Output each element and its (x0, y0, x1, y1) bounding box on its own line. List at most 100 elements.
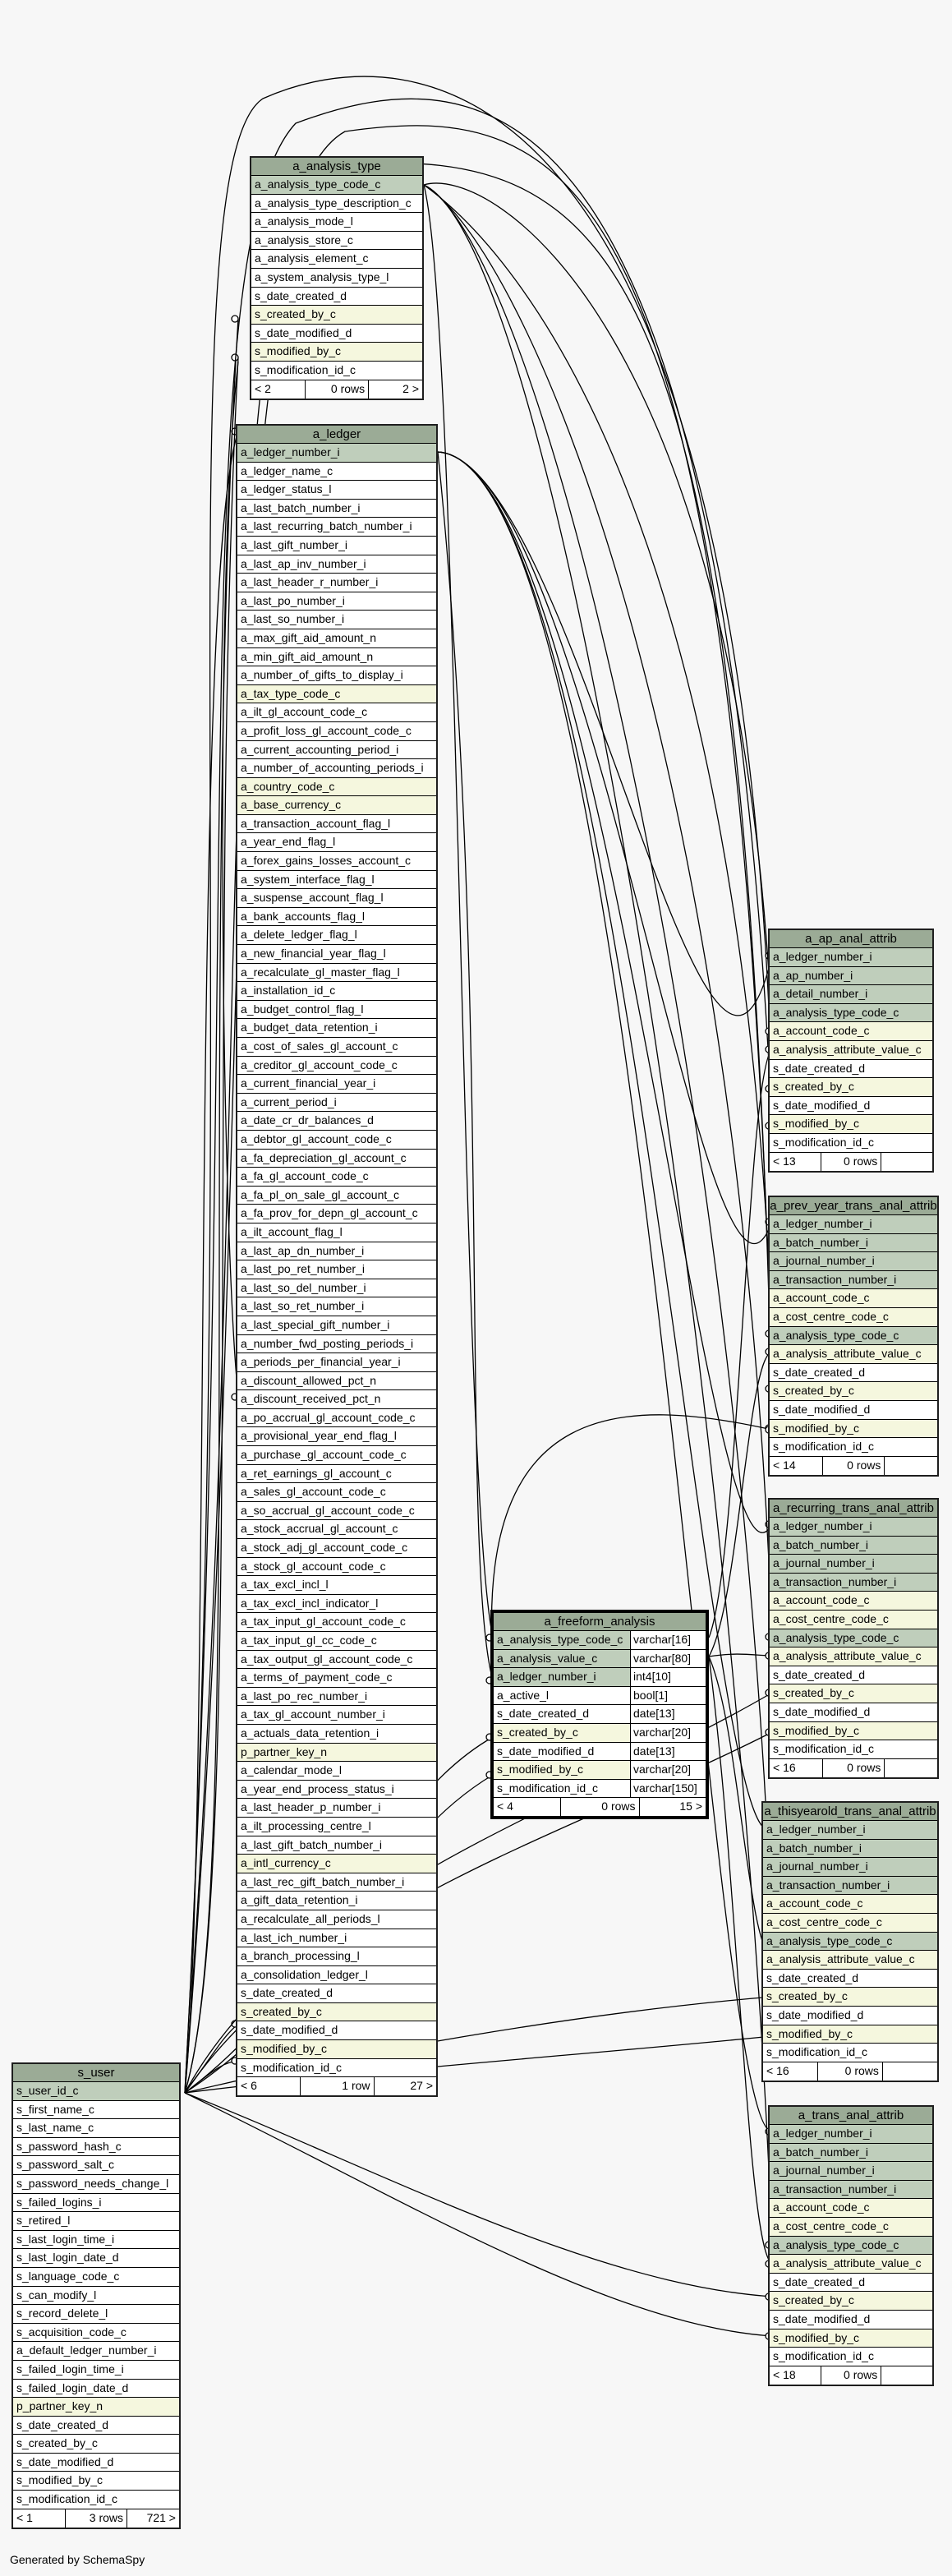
column-row-a-budget-data-retention-i[interactable]: a_budget_data_retention_i (237, 1019, 436, 1038)
column-row-s-modification-id-c[interactable]: s_modification_id_c (251, 362, 422, 380)
column-row-a-cost-centre-code-c[interactable]: a_cost_centre_code_c (770, 2217, 932, 2237)
column-row-a-country-code-c[interactable]: a_country_code_c (237, 777, 436, 797)
children-count[interactable] (884, 1456, 937, 1475)
column-row-s-record-delete-l[interactable]: s_record_delete_l (13, 2305, 179, 2324)
column-row-a-ledger-number-i[interactable]: a_ledger_number_i (770, 2125, 932, 2144)
column-row-a-current-period-i[interactable]: a_current_period_i (237, 1094, 436, 1113)
column-row-a-cost-centre-code-c[interactable]: a_cost_centre_code_c (770, 1610, 937, 1629)
column-row-s-failed-logins-i[interactable]: s_failed_logins_i (13, 2194, 179, 2213)
column-row-s-date-modified-d[interactable]: s_date_modified_d (237, 2021, 436, 2041)
column-row-a-last-ap-inv-number-i[interactable]: a_last_ap_inv_number_i (237, 555, 436, 574)
column-row-a-current-financial-year-i[interactable]: a_current_financial_year_i (237, 1075, 436, 1094)
column-row-s-created-by-c[interactable]: s_created_by_c (770, 1684, 937, 1703)
column-row-a-tax-input-gl-cc-code-c[interactable]: a_tax_input_gl_cc_code_c (237, 1632, 436, 1651)
row-count[interactable]: 0 rows (559, 1798, 639, 1817)
row-count[interactable]: 1 row (299, 2077, 374, 2096)
column-row-a-fa-depreciation-gl-account-c[interactable]: a_fa_depreciation_gl_account_c (237, 1150, 436, 1168)
column-row-a-system-analysis-type-l[interactable]: a_system_analysis_type_l (251, 269, 422, 288)
column-row-a-analysis-type-description-c[interactable]: a_analysis_type_description_c (251, 195, 422, 214)
column-row-a-tax-type-code-c[interactable]: a_tax_type_code_c (237, 684, 436, 704)
column-row-a-min-gift-aid-amount-n[interactable]: a_min_gift_aid_amount_n (237, 648, 436, 667)
column-row-s-date-created-d[interactable]: s_date_created_d (13, 2417, 179, 2435)
column-row-a-batch-number-i[interactable]: a_batch_number_i (770, 1233, 937, 1253)
column-row-a-tax-excl-incl-l[interactable]: a_tax_excl_incl_l (237, 1576, 436, 1595)
column-row-a-max-gift-aid-amount-n[interactable]: a_max_gift_aid_amount_n (237, 629, 436, 648)
column-row-a-system-interface-flag-l[interactable]: a_system_interface_flag_l (237, 871, 436, 890)
row-count[interactable]: 0 rows (821, 1758, 885, 1777)
column-row-a-fa-gl-account-code-c[interactable]: a_fa_gl_account_code_c (237, 1168, 436, 1187)
column-row-s-modification-id-c[interactable]: s_modification_id_c (770, 1438, 937, 1457)
column-row-a-current-accounting-period-i[interactable]: a_current_accounting_period_i (237, 741, 436, 760)
parents-count[interactable]: < 16 (773, 1760, 796, 1774)
column-row-a-periods-per-financial-year-i[interactable]: a_periods_per_financial_year_i (237, 1353, 436, 1372)
column-row-s-date-modified-d[interactable]: s_date_modified_d (770, 1401, 937, 1420)
column-row-a-stock-accrual-gl-account-c[interactable]: a_stock_accrual_gl_account_c (237, 1520, 436, 1540)
column-row-a-ledger-number-i[interactable]: a_ledger_number_i (770, 948, 932, 967)
children-count[interactable] (884, 1758, 937, 1777)
column-row-a-sales-gl-account-code-c[interactable]: a_sales_gl_account_code_c (237, 1483, 436, 1502)
column-row-s-modification-id-c[interactable]: s_modification_id_c (763, 2044, 937, 2062)
column-row-a-tax-excl-incl-indicator-l[interactable]: a_tax_excl_incl_indicator_l (237, 1595, 436, 1614)
column-row-a-purchase-gl-account-code-c[interactable]: a_purchase_gl_account_code_c (237, 1446, 436, 1465)
column-row-a-bank-accounts-flag-l[interactable]: a_bank_accounts_flag_l (237, 908, 436, 927)
column-row-a-year-end-flag-l[interactable]: a_year_end_flag_l (237, 833, 436, 853)
column-row-a-transaction-number-i[interactable]: a_transaction_number_i (770, 1270, 937, 1290)
column-row-a-account-code-c[interactable]: a_account_code_c (763, 1895, 937, 1914)
column-row-s-date-created-d[interactable]: s_date_created_d (251, 288, 422, 306)
column-row-a-recalculate-gl-master-flag-l[interactable]: a_recalculate_gl_master_flag_l (237, 964, 436, 983)
parents-count[interactable]: < 2 (255, 381, 271, 395)
column-row-s-modification-id-c[interactable]: s_modification_id_c (770, 1740, 937, 1759)
children-count[interactable] (881, 2366, 932, 2385)
column-row-a-branch-processing-l[interactable]: a_branch_processing_l (237, 1947, 436, 1966)
row-count[interactable]: 0 rows (820, 2366, 881, 2385)
column-row-s-last-name-c[interactable]: s_last_name_c (13, 2119, 179, 2138)
column-row-a-batch-number-i[interactable]: a_batch_number_i (770, 2143, 932, 2163)
column-row-a-analysis-attribute-value-c[interactable]: a_analysis_attribute_value_c (770, 1345, 937, 1364)
column-row-s-date-modified-d[interactable]: s_date_modified_d (13, 2454, 179, 2472)
children-count[interactable] (881, 1152, 932, 1171)
column-row-a-account-code-c[interactable]: a_account_code_c (770, 1289, 937, 1308)
column-row-s-created-by-c[interactable]: s_created_by_c (770, 2292, 932, 2311)
column-row-s-modification-id-c[interactable]: s_modification_id_c (770, 2348, 932, 2366)
column-row-s-can-modify-l[interactable]: s_can_modify_l (13, 2287, 179, 2306)
column-row-a-last-ich-number-i[interactable]: a_last_ich_number_i (237, 1929, 436, 1948)
column-row-a-provisional-year-end-flag-l[interactable]: a_provisional_year_end_flag_l (237, 1427, 436, 1447)
column-row-s-language-code-c[interactable]: s_language_code_c (13, 2268, 179, 2287)
column-row-a-detail-number-i[interactable]: a_detail_number_i (770, 985, 932, 1004)
column-row-a-last-recurring-batch-number-i[interactable]: a_last_recurring_batch_number_i (237, 518, 436, 537)
column-row-s-modified-by-c[interactable]: s_modified_by_c (770, 1115, 932, 1134)
column-row-s-date-created-d[interactable]: s_date_created_d (237, 1984, 436, 2003)
column-row-a-analysis-type-code-c[interactable]: a_analysis_type_code_c (770, 2236, 932, 2256)
column-row-p-partner-key-n[interactable]: p_partner_key_n (237, 1743, 436, 1763)
column-row-a-transaction-number-i[interactable]: a_transaction_number_i (770, 1573, 937, 1592)
column-row-p-partner-key-n[interactable]: p_partner_key_n (13, 2398, 179, 2417)
column-row-a-intl-currency-c[interactable]: a_intl_currency_c (237, 1855, 436, 1873)
column-row-a-batch-number-i[interactable]: a_batch_number_i (763, 1839, 937, 1859)
row-count[interactable]: 0 rows (820, 1152, 881, 1171)
column-row-a-ledger-number-i[interactable]: a_ledger_number_i (770, 1215, 937, 1234)
children-count[interactable]: 2 > (368, 380, 422, 399)
column-row-s-first-name-c[interactable]: s_first_name_c (13, 2101, 179, 2120)
column-row-a-last-gift-number-i[interactable]: a_last_gift_number_i (237, 537, 436, 555)
column-row-a-year-end-process-status-i[interactable]: a_year_end_process_status_i (237, 1781, 436, 1800)
column-row-s-date-created-d[interactable]: s_date_created_d (763, 1970, 937, 1988)
column-row-s-created-by-c[interactable]: s_created_by_c (13, 2435, 179, 2454)
row-count[interactable]: 3 rows (65, 2509, 126, 2528)
table-title[interactable]: a_ap_anal_attrib (770, 930, 932, 948)
column-row-a-journal-number-i[interactable]: a_journal_number_i (770, 2162, 932, 2181)
row-count[interactable]: 0 rows (821, 1456, 885, 1475)
column-row-a-last-po-ret-number-i[interactable]: a_last_po_ret_number_i (237, 1260, 436, 1279)
column-row-s-failed-login-date-d[interactable]: s_failed_login_date_d (13, 2380, 179, 2399)
column-row-s-date-created-d[interactable]: s_date_created_d (770, 1364, 937, 1383)
column-row-a-analysis-attribute-value-c[interactable]: a_analysis_attribute_value_c (763, 1951, 937, 1970)
column-row-s-date-modified-d[interactable]: s_date_modified_d (770, 2311, 932, 2329)
column-row-a-ret-earnings-gl-account-c[interactable]: a_ret_earnings_gl_account_c (237, 1465, 436, 1484)
column-row-a-calendar-mode-l[interactable]: a_calendar_mode_l (237, 1762, 436, 1781)
